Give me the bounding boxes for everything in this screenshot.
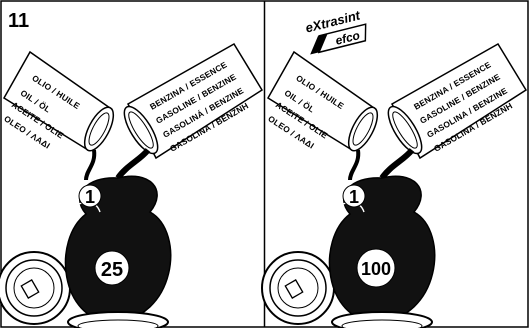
oil-ratio-badge bbox=[342, 184, 366, 208]
oil-ratio-badge bbox=[78, 184, 102, 208]
oil-bottle-icon bbox=[2, 50, 115, 152]
mixing-flask-icon bbox=[328, 175, 436, 328]
figure-number: 11 bbox=[8, 10, 29, 32]
fuel-can-icon bbox=[123, 42, 264, 160]
oil-stream bbox=[348, 149, 361, 181]
brand-mark: efco bbox=[334, 28, 361, 48]
fuel-ratio-value: 25 bbox=[101, 259, 123, 281]
mixing-flask-icon bbox=[64, 175, 172, 328]
oil-stream bbox=[84, 149, 97, 181]
fuel-stream bbox=[379, 148, 415, 180]
fuel-ratio-badge bbox=[94, 250, 130, 286]
oil-ratio-value: 1 bbox=[349, 187, 359, 207]
tank-cap-icon bbox=[261, 251, 335, 325]
fuel-ratio-badge bbox=[356, 248, 396, 288]
oil-ratio-value: 1 bbox=[85, 187, 95, 207]
right-panel: eXtrasint efco OLIO / HUILE OIL / ÖL ACE… bbox=[261, 7, 528, 328]
tank-cap-icon bbox=[0, 251, 71, 325]
fuel-stream bbox=[115, 148, 151, 180]
fuel-can-icon bbox=[387, 42, 528, 160]
oil-bottle-icon bbox=[266, 50, 379, 152]
fuel-ratio-value: 100 bbox=[361, 259, 391, 279]
